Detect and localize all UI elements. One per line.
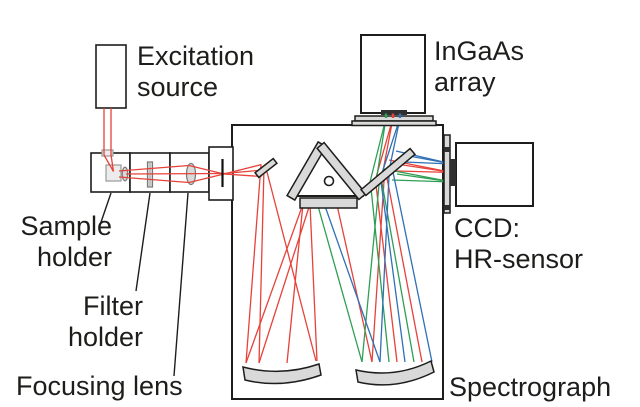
excitation-source-label: Excitation source: [137, 41, 255, 102]
sample-cuvette: [105, 164, 122, 182]
ccd-sensor: [450, 159, 456, 186]
ccd-flange: [443, 134, 451, 214]
leader-lines: [98, 192, 189, 377]
focusing-lens-label: Focusing lens: [16, 371, 183, 401]
echelle-grating: [359, 147, 417, 197]
red-rays: [103, 108, 453, 364]
ccd-hr-sensor-label: CCD: HR-sensor: [454, 213, 584, 274]
fold-mirror: [254, 157, 278, 179]
prism-base-plate: [299, 197, 358, 209]
blue-rays: [324, 117, 453, 363]
left-collimating-mirror: [242, 363, 322, 385]
ingaas-beam-ticks: [384, 113, 402, 118]
prism-assembly: [286, 140, 367, 209]
prism-pivot-hole: [323, 175, 335, 187]
filter-holder-label: Filter holder: [67, 291, 143, 352]
sample-holder-label: Sample holder: [20, 211, 112, 272]
ingaas-array-label: InGaAs array: [434, 36, 525, 97]
excitation-source-box: [95, 44, 127, 109]
entry-window: [101, 149, 114, 157]
ccd-box: [455, 142, 534, 207]
ingaas-sensor: [381, 110, 407, 115]
spectrograph-label: Spectrograph: [449, 372, 612, 402]
right-collimating-mirror: [355, 359, 435, 386]
ingaas-array-box: [360, 34, 426, 114]
